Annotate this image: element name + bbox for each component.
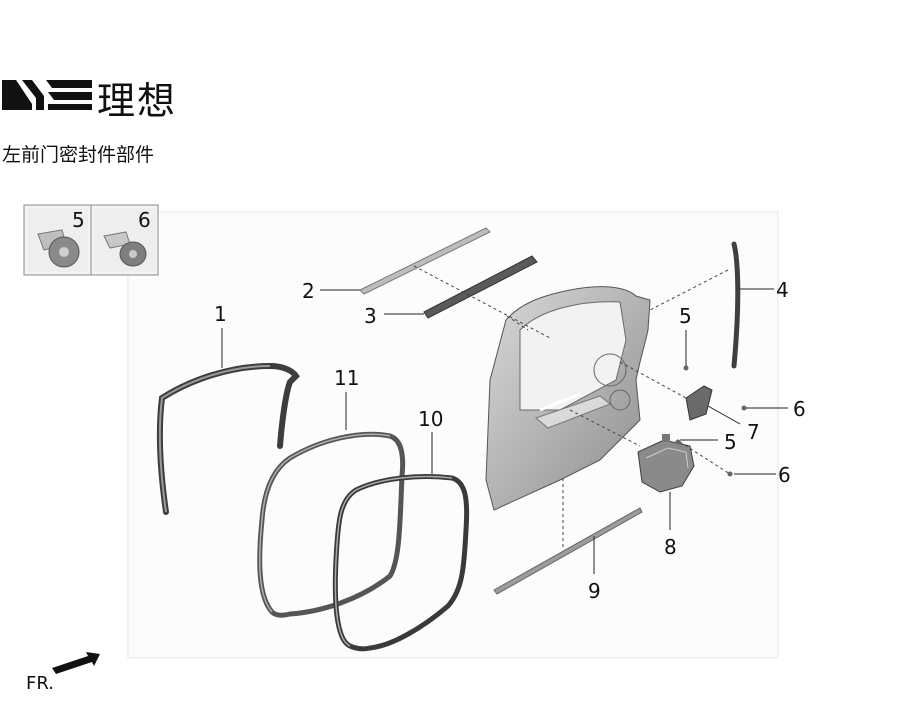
- callout-6-right: 6: [793, 397, 806, 421]
- part-7-pad: [685, 385, 713, 421]
- callout-9: 9: [588, 579, 601, 603]
- part-8-cover: [637, 434, 695, 493]
- callout-5-top: 5: [679, 304, 692, 328]
- orientation-label: FR.: [26, 673, 54, 694]
- clip-6-icon: [103, 231, 147, 267]
- callout-10: 10: [418, 407, 443, 431]
- callout-3: 3: [364, 304, 377, 328]
- fastener-5-top: [683, 365, 689, 371]
- door-panel: [485, 286, 651, 511]
- part-2-belt-strip: [359, 227, 491, 295]
- part-3-belt-moulding: [423, 255, 538, 319]
- part-1-frame-seal: [156, 362, 300, 515]
- fastener-5-mid: [675, 439, 681, 445]
- leader-lines: [221, 288, 788, 574]
- diagram-title: 左前门密封件部件: [2, 144, 155, 166]
- fastener-6-lower: [727, 471, 733, 477]
- callout-1: 1: [214, 302, 227, 326]
- callout-6-lower: 6: [778, 463, 791, 487]
- callout-5-mid: 5: [724, 430, 737, 454]
- part-11-door-seal: [257, 431, 406, 618]
- inset-fasteners: 5 6: [23, 204, 159, 276]
- inset-label-5: 5: [72, 208, 85, 232]
- clip-5-icon: [37, 229, 80, 268]
- callout-4: 4: [776, 278, 789, 302]
- callout-2: 2: [302, 279, 315, 303]
- inset-label-6: 6: [138, 208, 151, 232]
- fastener-6-right: [741, 405, 747, 411]
- part-9-lower-strip: [493, 507, 643, 595]
- part-4-pillar-seal: [731, 241, 741, 369]
- callout-8: 8: [664, 535, 677, 559]
- brand-name: 理想: [97, 79, 178, 123]
- part-10-inner-seal: [332, 474, 470, 652]
- callout-11: 11: [334, 366, 359, 390]
- callout-7: 7: [747, 420, 760, 444]
- brand-logo: [2, 72, 94, 116]
- alignment-lines: [413, 265, 731, 548]
- front-arrow-icon: [52, 652, 100, 674]
- diagram-frame: [127, 211, 779, 659]
- li-auto-logo-icon: [2, 80, 92, 110]
